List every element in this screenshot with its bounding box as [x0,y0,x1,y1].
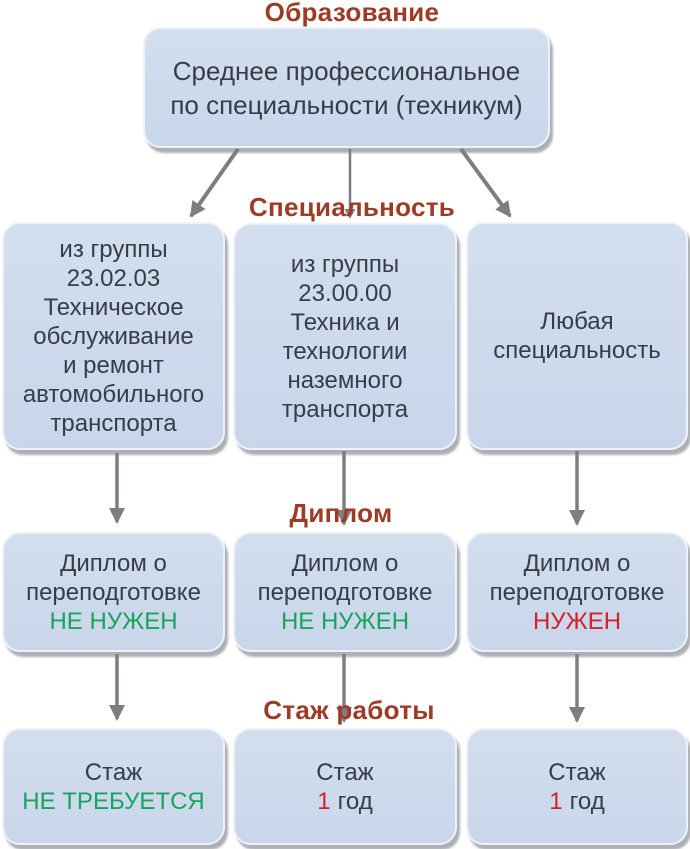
experience-label: Стаж [316,758,374,786]
education-box: Среднее профессиональное по специальност… [143,27,550,148]
arrow-education-to-specialty-left [189,147,240,218]
specialty-text-line: наземного [287,366,403,394]
section-title-diploma: Диплом [289,498,393,528]
specialty-text-line: и ремонт [63,351,164,379]
diploma-box-right: Диплом о переподготовке НУЖЕН [466,532,688,652]
specialty-text-line: технологии [282,337,408,365]
arrow-education-to-specialty-right [459,147,512,218]
experience-label: Стаж [548,758,606,786]
specialty-text-line: специальность [493,337,661,364]
diploma-status: НЕ НУЖЕН [49,607,178,635]
specialty-text-line: Техника и [290,308,400,336]
specialty-text-line: из группы [59,235,168,263]
education-box-line: по специальности (техникум) [170,89,523,120]
specialty-text-line: 23.02.03 [66,264,161,292]
specialty-text-line: Техническое [43,293,184,321]
specialty-text-line: транспорта [281,395,409,423]
section-title-specialty: Специальность [248,192,456,222]
specialty-text-line: транспорта [50,409,177,437]
diploma-text-line: переподготовке [257,578,433,606]
diploma-status: НУЖЕН [532,607,622,635]
specialty-text-line: 23.00.00 [298,279,392,307]
diploma-status: НЕ НУЖЕН [280,607,410,635]
specialty-text-line: из группы [290,250,400,278]
experience-value-number: 1 [317,787,331,815]
specialty-text-line: обслуживание [33,322,194,350]
specialty-text-line: автомобильного [22,380,205,408]
experience-value-unit: год [337,787,373,815]
experience-label: Стаж [84,758,143,786]
specialty-text-line: Любая [540,308,614,335]
experience-value-number: 1 [549,787,563,815]
specialty-box-right: Любая специальность [466,222,688,450]
section-title-experience: Стаж работы [263,695,435,725]
education-box-line: Среднее профессиональное [172,55,521,86]
experience-status: НЕ ТРЕБУЕТСЯ [22,787,205,815]
diploma-text-line: Диплом о [523,549,631,577]
specialty-box-left: из группы 23.02.03 Техническое обслужива… [2,222,225,450]
diploma-text-line: Диплом о [60,549,167,577]
diploma-text-line: Диплом о [291,549,399,577]
diploma-text-line: переподготовке [26,578,201,606]
diploma-box-left: Диплом о переподготовке НЕ НУЖЕН [2,532,225,652]
section-title-education: Образование [264,0,440,27]
diploma-text-line: переподготовке [489,578,665,606]
specialty-box-middle: из группы 23.00.00 Техника и технологии … [233,223,457,450]
experience-value-unit: год [569,787,605,815]
diploma-box-middle: Диплом о переподготовке НЕ НУЖЕН [233,532,457,652]
experience-box-left: Стаж НЕ ТРЕБУЕТСЯ [2,728,225,845]
